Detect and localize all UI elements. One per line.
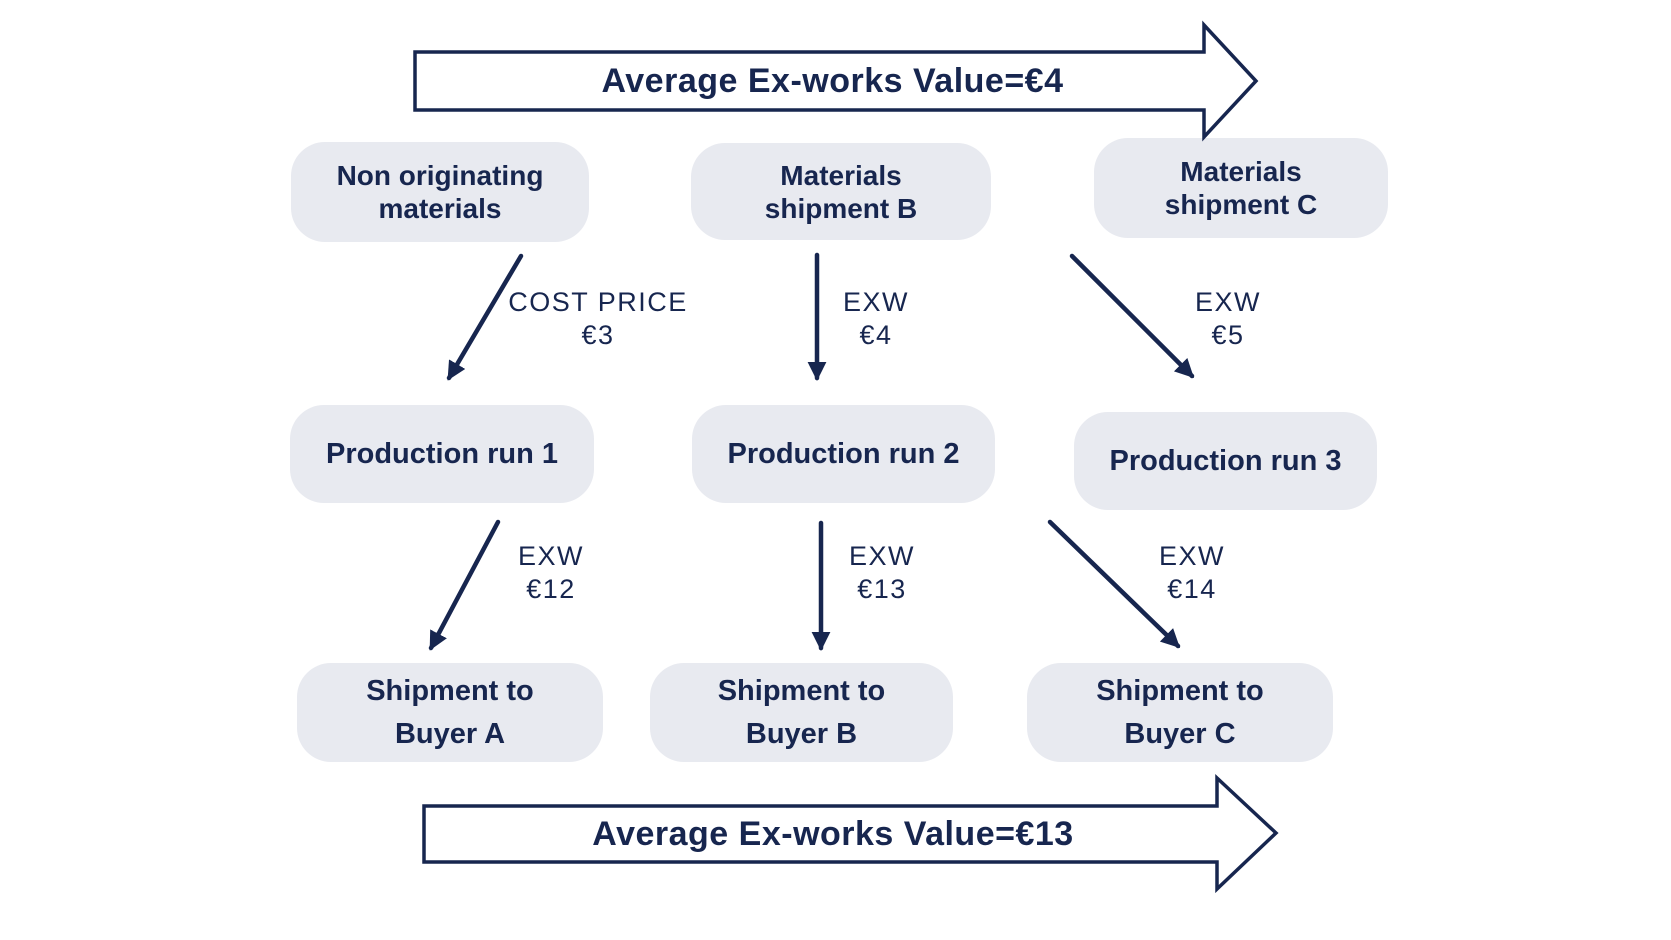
node-materials-shipment-c: Materials shipment C xyxy=(1094,138,1388,238)
node-line: Production run 3 xyxy=(1109,444,1342,477)
node-line: Shipment to xyxy=(366,674,534,707)
arrow-materialsc-to-run3-icon xyxy=(1069,253,1195,379)
edge-label-value: €4 xyxy=(859,320,893,350)
node-line: Buyer B xyxy=(745,717,858,750)
edge-label-text: EXW xyxy=(1158,541,1226,571)
edge-label-text: EXW xyxy=(517,541,585,571)
node-line: Non originating xyxy=(336,160,544,191)
edge-label-text: EXW xyxy=(848,541,916,571)
edge-label-value: €12 xyxy=(526,574,576,604)
edge-label-text: COST PRICE xyxy=(508,287,688,317)
node-line: Materials xyxy=(780,159,902,191)
edge-label-exw-5: EXW €5 xyxy=(1195,286,1261,352)
edge-label-value: €3 xyxy=(581,320,615,350)
node-materials-shipment-b: Materials shipment B xyxy=(691,143,991,240)
edge-label-exw-13: EXW €13 xyxy=(849,540,915,606)
edge-label-text: EXW xyxy=(842,287,910,317)
edge-label-exw-14: EXW €14 xyxy=(1159,540,1225,606)
edge-label-exw-12: EXW €12 xyxy=(518,540,584,606)
node-shipment-buyer-b: Shipment to Buyer B xyxy=(650,663,953,762)
bottom-banner-label: Average Ex-works Value=€13 xyxy=(592,814,1074,853)
edge-label-text: EXW xyxy=(1194,287,1262,317)
node-line: Buyer A xyxy=(394,717,506,750)
node-non-originating-materials: Non originating materials xyxy=(291,142,589,242)
edge-label-value: €13 xyxy=(857,574,907,604)
node-line: Production run 1 xyxy=(326,437,558,470)
top-banner-label: Average Ex-works Value=€4 xyxy=(601,61,1064,100)
node-line: shipment B xyxy=(764,192,918,224)
node-line: materials xyxy=(378,193,502,224)
node-line: Shipment to xyxy=(717,674,886,707)
node-production-run-1: Production run 1 xyxy=(290,405,594,503)
node-production-run-3: Production run 3 xyxy=(1074,412,1377,510)
node-line: shipment C xyxy=(1164,189,1318,220)
node-shipment-buyer-c: Shipment to Buyer C xyxy=(1027,663,1333,762)
edge-label-cost-price: COST PRICE €3 xyxy=(508,286,688,352)
edge-label-value: €5 xyxy=(1211,320,1245,350)
node-shipment-buyer-a: Shipment to Buyer A xyxy=(297,663,603,762)
edge-label-value: €14 xyxy=(1167,574,1217,604)
node-line: Production run 2 xyxy=(727,437,960,470)
edge-label-exw-4: EXW €4 xyxy=(843,286,909,352)
node-line: Buyer C xyxy=(1124,717,1236,750)
arrow-run1-to-buyera-icon xyxy=(428,519,501,651)
node-line: Materials xyxy=(1180,156,1302,187)
node-production-run-2: Production run 2 xyxy=(692,405,995,503)
node-line: Shipment to xyxy=(1096,674,1264,707)
